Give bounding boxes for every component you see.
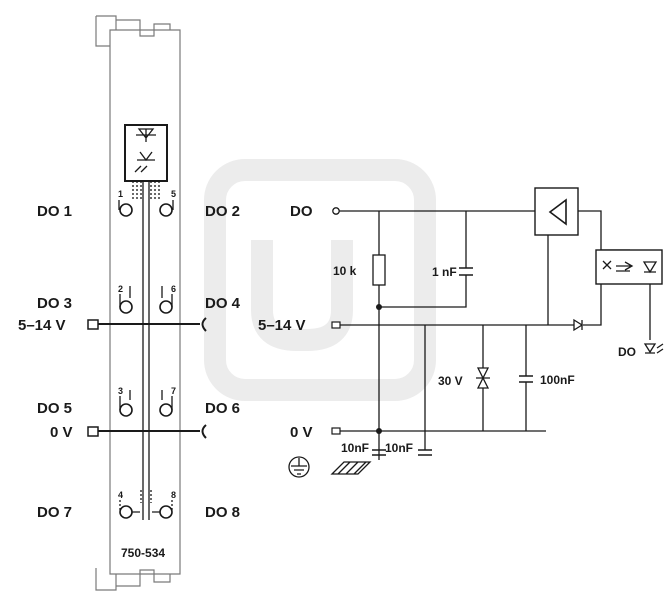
- pin-label-7: 7: [171, 386, 176, 396]
- zener-label: 30 V: [438, 374, 463, 388]
- schematic-label-supply: 5–14 V: [258, 317, 306, 334]
- din-rail-icon: [330, 461, 372, 475]
- pin-label-5: 5: [171, 189, 176, 199]
- junction-dot: [376, 428, 382, 434]
- label-do6: DO 6: [205, 400, 240, 417]
- module-outline: [95, 15, 181, 591]
- label-module-supply: 5–14 V: [18, 317, 66, 334]
- label-do8: DO 8: [205, 504, 240, 521]
- schematic-label-do: DO: [290, 203, 313, 220]
- module-ground-bar: [87, 424, 207, 439]
- bus-lines: [132, 181, 160, 520]
- capacitor-100nf: [519, 375, 533, 383]
- label-do1: DO 1: [37, 203, 72, 220]
- capacitor-10nf-a: [372, 449, 386, 456]
- led-label: DO: [618, 345, 636, 359]
- supply-terminal: [331, 321, 341, 329]
- pin-label-1: 1: [118, 189, 123, 199]
- terminal-3-7: [119, 390, 173, 417]
- led-icon: [643, 343, 664, 354]
- capacitor-1nf-label: 1 nF: [432, 265, 457, 279]
- capacitor-10nf-b-label: 10nF: [385, 441, 413, 455]
- label-do4: DO 4: [205, 295, 241, 312]
- diode-icon: [573, 318, 584, 332]
- terminal-4-8: [119, 490, 173, 519]
- capacitor-10nf-b: [418, 449, 432, 456]
- label-do2: DO 2: [205, 203, 240, 220]
- module-part-number: 750-534: [121, 546, 165, 560]
- capacitor-100nf-label: 100nF: [540, 373, 575, 387]
- pin-label-2: 2: [118, 284, 123, 294]
- label-do5: DO 5: [37, 400, 72, 417]
- resistor: [372, 254, 386, 286]
- module-supply-bar: [87, 317, 207, 332]
- label-do7: DO 7: [37, 504, 72, 521]
- label-do3: DO 3: [37, 295, 72, 312]
- junction-dot: [376, 304, 382, 310]
- earth-ground-icon: [288, 456, 310, 478]
- schematic-wiring: [339, 210, 651, 460]
- pin-label-3: 3: [118, 386, 123, 396]
- pin-label-8: 8: [171, 490, 176, 500]
- terminal-2-6: [119, 286, 173, 314]
- pin-label-6: 6: [171, 284, 176, 294]
- ground-terminal: [331, 427, 341, 435]
- pin-label-4: 4: [118, 490, 123, 500]
- zener-diode-icon: [476, 367, 490, 389]
- optocoupler: [595, 249, 663, 285]
- terminal-1-5: [118, 200, 174, 217]
- label-module-ground: 0 V: [50, 424, 73, 441]
- status-led-box: [124, 124, 168, 182]
- resistor-label: 10 k: [333, 264, 357, 278]
- schematic-label-ground: 0 V: [290, 424, 313, 441]
- capacitor-10nf-a-label: 10nF: [341, 441, 369, 455]
- capacitor-1nf: [459, 267, 473, 276]
- watermark-logo: [204, 159, 436, 401]
- driver-amplifier: [534, 187, 579, 236]
- do-terminal: [332, 207, 340, 215]
